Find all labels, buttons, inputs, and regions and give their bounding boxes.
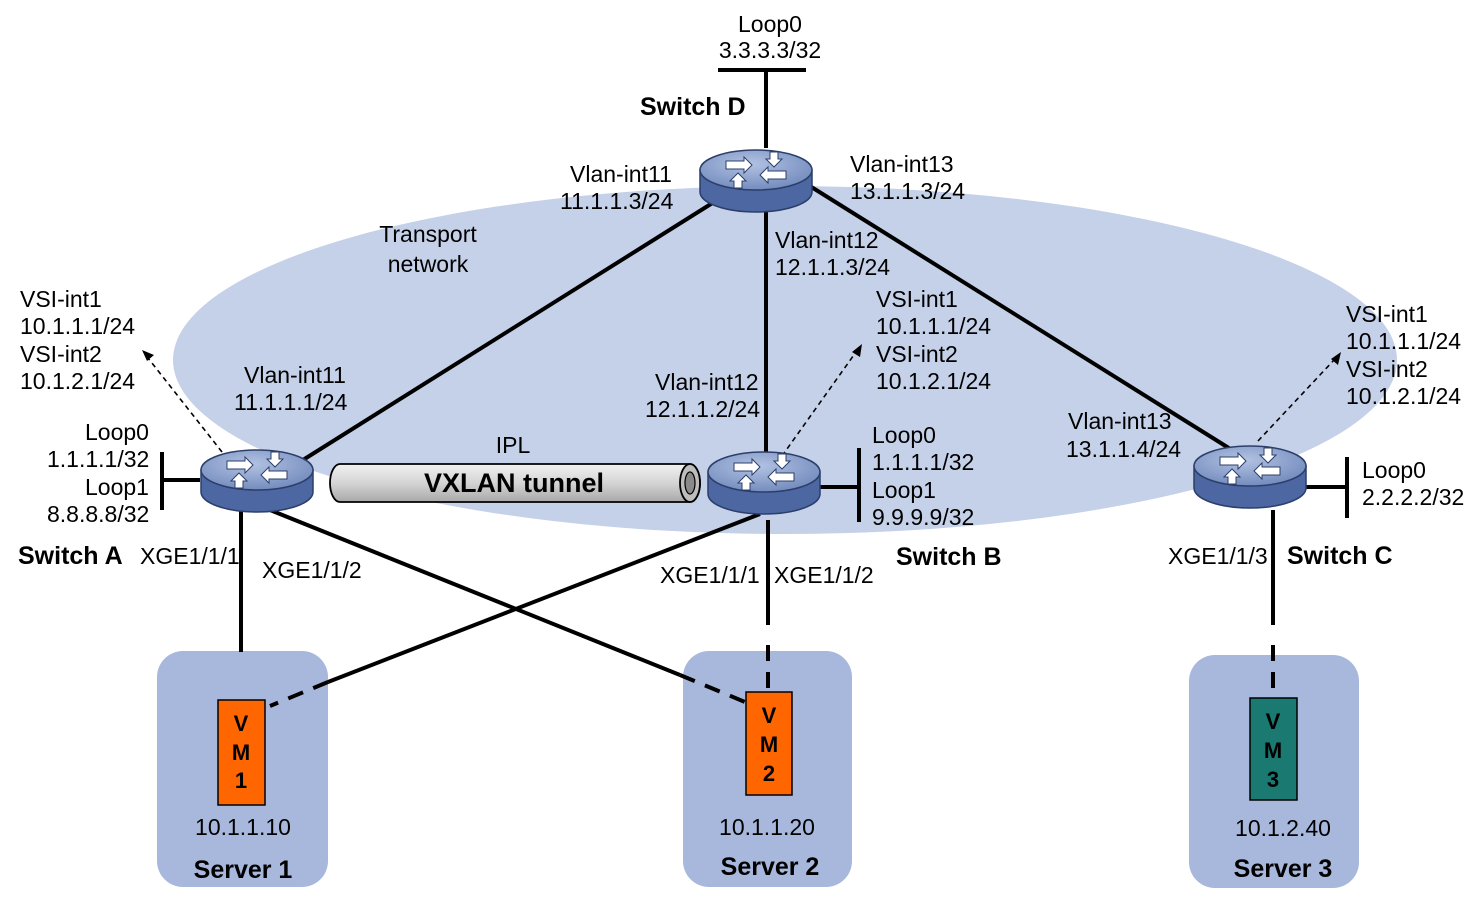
switch-a-loop0-name: Loop0 [85, 419, 149, 445]
switch-d-name: Switch D [640, 93, 746, 121]
switch-a-vsi2-ip: 10.1.2.1/24 [20, 368, 135, 394]
switch-a-port1: XGE1/1/1 [140, 543, 240, 569]
vm-2-icon[interactable]: V M 2 [745, 691, 793, 796]
switch-c-vlan13-name: Vlan-int13 [1068, 408, 1172, 434]
vm-1-letter-m: M [232, 740, 250, 765]
switch-c-vsi1-ip: 10.1.1.1/24 [1346, 328, 1461, 354]
server-3-name: Server 3 [1234, 855, 1333, 883]
switch-d-vlan11-ip: 11.1.1.3/24 [560, 188, 674, 214]
switch-b-loop1-name: Loop1 [872, 477, 936, 503]
vxlan-tunnel-label: VXLAN tunnel [424, 468, 604, 498]
switch-b-port1: XGE1/1/1 [660, 562, 760, 588]
switch-c-loop0-name: Loop0 [1362, 457, 1426, 483]
link-switch-d-switch-c [803, 181, 1234, 452]
switch-d-loop0-name: Loop0 [738, 11, 802, 37]
switch-b-vsi1-ip: 10.1.1.1/24 [876, 313, 991, 339]
switch-d-router-icon[interactable] [699, 149, 813, 213]
vm-3-letter-v: V [1266, 709, 1281, 734]
vsi-arrow-switch-c [1257, 352, 1341, 442]
link-switch-b-xge1-1-1-dashed [269, 680, 329, 708]
vm-2-letter-m: M [760, 732, 778, 757]
switch-b-port2: XGE1/1/2 [774, 562, 874, 588]
switch-a-loop1-name: Loop1 [85, 474, 149, 500]
switch-a-vsi1-ip: 10.1.1.1/24 [20, 313, 135, 339]
switch-b-loop1-ip: 9.9.9.9/32 [872, 504, 974, 530]
server-3-ip: 10.1.2.40 [1235, 815, 1331, 841]
server-2-ip: 10.1.1.20 [719, 814, 815, 840]
vm-3-number: 3 [1267, 767, 1279, 792]
transport-network-label-line1: Transport [379, 221, 477, 247]
switch-d-vlan12-name: Vlan-int12 [775, 227, 879, 253]
vm-2-letter-v: V [762, 703, 777, 728]
switch-c-name: Switch C [1287, 542, 1393, 570]
server-2-name: Server 2 [721, 853, 820, 881]
switch-b-vlan12-name: Vlan-int12 [655, 369, 759, 395]
switch-d-vlan11-name: Vlan-int11 [570, 161, 672, 187]
link-switch-b-xge1-1-1 [327, 512, 761, 684]
switch-d-vlan12-ip: 12.1.1.3/24 [775, 254, 890, 280]
switch-a-name: Switch A [18, 542, 123, 570]
vm-3-letter-m: M [1264, 738, 1282, 763]
vsi-arrow-switch-a [142, 350, 223, 453]
server-1-ip: 10.1.1.10 [195, 814, 291, 840]
link-switch-d-switch-a [285, 190, 732, 472]
switch-b-name: Switch B [896, 543, 1002, 571]
switch-a-vsi1-name: VSI-int1 [20, 286, 102, 312]
server-1-name: Server 1 [194, 856, 293, 884]
switch-b-vsi2-ip: 10.1.2.1/24 [876, 368, 991, 394]
switch-c-vsi1-name: VSI-int1 [1346, 301, 1428, 327]
vxlan-tunnel [329, 463, 701, 503]
switch-b-vsi1-name: VSI-int1 [876, 286, 958, 312]
vm-1-letter-v: V [234, 711, 249, 736]
vm-1-icon[interactable]: V M 1 [217, 699, 266, 806]
switch-d-loop0-ip: 3.3.3.3/32 [719, 37, 821, 63]
switch-d-vlan13-name: Vlan-int13 [850, 151, 954, 177]
switch-c-router-icon[interactable] [1193, 445, 1307, 509]
vm-2-number: 2 [763, 761, 775, 786]
vm-1-number: 1 [235, 768, 247, 793]
switch-a-vsi2-name: VSI-int2 [20, 341, 102, 367]
switch-b-vlan12-ip: 12.1.1.2/24 [645, 396, 760, 422]
switch-b-vsi2-name: VSI-int2 [876, 341, 958, 367]
switch-b-router-icon[interactable] [707, 451, 821, 515]
switch-a-vlan11-name: Vlan-int11 [244, 362, 346, 388]
switch-c-vlan13-ip: 13.1.1.4/24 [1066, 436, 1181, 462]
transport-network-area [173, 186, 1397, 534]
switch-c-vsi2-ip: 10.1.2.1/24 [1346, 383, 1461, 409]
link-switch-a-xge1-1-2-dashed [679, 673, 746, 704]
switch-b-loop0-name: Loop0 [872, 422, 936, 448]
switch-c-port: XGE1/1/3 [1168, 543, 1268, 569]
switch-b-loop0-ip: 1.1.1.1/32 [872, 449, 974, 475]
ipl-label: IPL [496, 432, 531, 458]
switch-a-loop1-ip: 8.8.8.8/32 [47, 501, 149, 527]
switch-d-vlan13-ip: 13.1.1.3/24 [850, 178, 965, 204]
transport-network-label-line2: network [388, 251, 469, 277]
link-switch-a-xge1-1-2 [269, 508, 681, 677]
switch-a-loop0-ip: 1.1.1.1/32 [47, 446, 149, 472]
switch-a-router-icon[interactable] [200, 449, 314, 513]
switch-a-vlan11-ip: 11.1.1.1/24 [234, 389, 348, 415]
vm-3-icon[interactable]: V M 3 [1249, 697, 1298, 801]
vsi-arrow-switch-b [781, 344, 862, 457]
switch-a-port2: XGE1/1/2 [262, 557, 362, 583]
switch-c-loop0-ip: 2.2.2.2/32 [1362, 484, 1464, 510]
switch-c-vsi2-name: VSI-int2 [1346, 356, 1428, 382]
